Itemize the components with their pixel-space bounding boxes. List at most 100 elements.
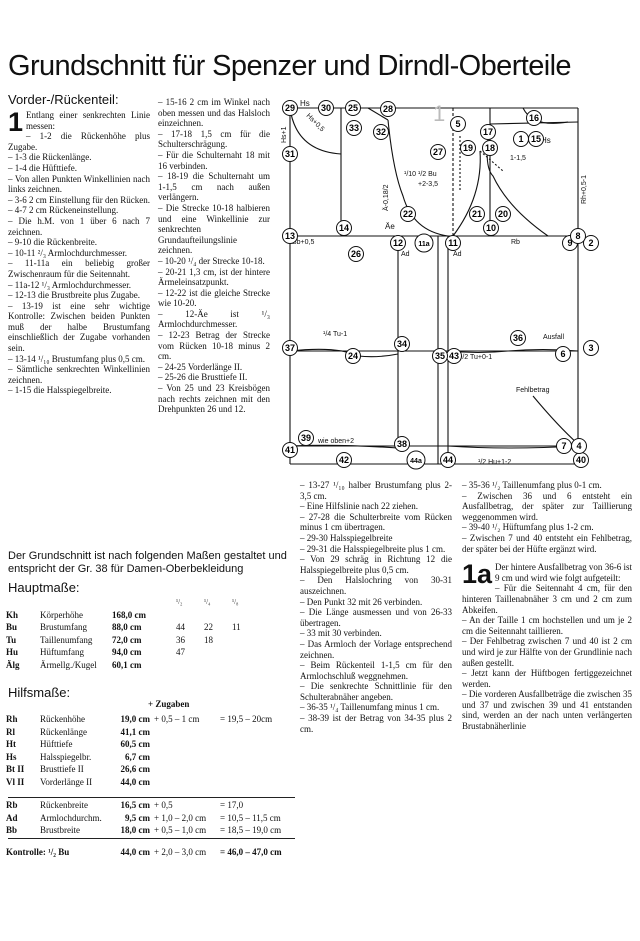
paragraph: – Den Halslochring von 30-31 auszeichnen… [300, 575, 452, 596]
point-13-marker [282, 228, 298, 244]
point-17-marker [480, 124, 496, 140]
label-hs-plus-1: Hs+1 [281, 126, 288, 143]
point-4-marker [571, 438, 587, 454]
point-14-label: 14 [339, 223, 349, 233]
paragraph: – Zwischen 7 und 40 entsteht ein Fehlbet… [462, 532, 632, 554]
text-column-3: – 13-27 ¹/₁₀ halber Brustumfang plus 2-3… [300, 480, 452, 734]
label-bu-zugabe: +2-3,5 [418, 181, 438, 188]
measure-abbr: Kh [6, 609, 19, 620]
point-27-marker [430, 144, 446, 160]
kontrolle-row: Kontrolle: ¹/₂ Bu 44,0 cm + 2,0 – 3,0 cm… [4, 846, 284, 859]
paragraph: – Für die Schulternaht 18 mit 16 verbind… [158, 149, 270, 171]
paragraph: – Eine Hilfslinie nach 22 ziehen. [300, 501, 418, 512]
point-11a-label: 11a [418, 241, 429, 248]
paragraph: – 1-4 die Hüfttiefe. [8, 162, 77, 173]
figure-number: 1 [433, 101, 445, 126]
point-27-label: 27 [433, 147, 443, 157]
point-10-marker [483, 220, 499, 236]
measure-abbr: Bt II [6, 764, 25, 775]
label-rb: Rb [511, 239, 520, 246]
point-31-marker [282, 146, 298, 162]
paragraph: – Der Fehlbetrag zwischen 7 und 40 ist 2… [462, 636, 632, 668]
paragraph: – 10-20 ¹/₄ der Strecke 10-18. [158, 255, 265, 266]
point-44a-marker [406, 450, 426, 470]
fraction-value [202, 609, 230, 622]
fraction-value [230, 609, 258, 622]
label-tu-1: ¹/4 Tu-1 [323, 331, 347, 338]
measure-name: Körperhöhe [40, 609, 83, 620]
label-bb: Bb+0,5 [292, 239, 314, 246]
point-42-label: 42 [339, 455, 349, 465]
point-18-marker [482, 140, 498, 156]
measure-name: Vorderlänge II [40, 776, 93, 787]
result-value [218, 751, 274, 764]
point-37-marker [282, 340, 298, 356]
divider [8, 797, 295, 798]
paragraph: – 10-11 ²/₃ Armlochdurchmesser. [8, 247, 127, 258]
point-8-marker [570, 228, 586, 244]
zugaben-header: + Zugaben [148, 699, 190, 709]
zugabe-value [152, 763, 218, 776]
measure-value: 9,5 cm [125, 812, 150, 823]
label-ae: Äe [385, 222, 395, 231]
point-8-label: 8 [575, 231, 580, 241]
fraction-value [230, 634, 258, 647]
text-column-2: – 15-16 2 cm im Winkel nach oben messen … [158, 97, 270, 415]
point-36-label: 36 [513, 333, 523, 343]
pattern-lines [289, 107, 579, 465]
label-wie-oben: wie oben+2 [317, 438, 354, 445]
point-44a-label: 44a [410, 458, 422, 465]
measure-name: Hüftumfang [40, 647, 84, 658]
point-41-marker [282, 442, 298, 458]
point-4-label: 4 [576, 441, 581, 451]
measure-value: 94,0 cm [112, 647, 142, 658]
kontrolle-value: 44,0 cm [120, 847, 151, 858]
paragraph: – Den Punkt 32 mit 26 verbinden. [300, 596, 423, 607]
measure-abbr: Rl [6, 726, 15, 737]
measure-value: 18,0 cm [120, 825, 151, 836]
section-heading: Vorder-/Rückenteil: [8, 92, 119, 107]
point-18-label: 18 [485, 143, 495, 153]
fraction-value [202, 659, 230, 672]
paragraph: – 39-40 ¹/₂ Hüftumfang plus 1-2 cm. [462, 522, 594, 533]
kontrolle-zugabe: + 2,0 – 3,0 cm [154, 847, 207, 858]
point-34-label: 34 [397, 339, 407, 349]
point-3-marker [583, 340, 599, 356]
fraction-value [202, 646, 230, 659]
paragraph: – Das Armloch der Vorlage entsprechend z… [300, 638, 452, 660]
point-37-label: 37 [285, 343, 295, 353]
label-hs: Hs [300, 99, 310, 108]
paragraph: – 12-Äe ist ¹/₃ Armlochdurchmesser. [158, 308, 270, 330]
measure-name: Rückenhöhe [40, 714, 85, 725]
point-19-label: 19 [463, 143, 473, 153]
kontrolle-result: = 46,0 – 47,0 cm [220, 847, 282, 858]
kontrolle-label: Kontrolle: ¹/₂ Bu [6, 847, 70, 858]
drop-cap: 1 [8, 107, 24, 137]
point-35-marker [432, 348, 448, 364]
point-43-label: 43 [449, 351, 459, 361]
measure-abbr: Hu [6, 647, 19, 658]
point-12-marker [390, 235, 406, 251]
fraction-value [174, 659, 202, 672]
point-26-marker [348, 246, 364, 262]
point-11-marker [445, 235, 461, 251]
measure-value: 19,0 cm [120, 714, 151, 725]
point-29-label: 29 [285, 103, 295, 113]
point-33-marker [346, 120, 362, 136]
measure-name: Brustumfang [40, 622, 87, 633]
point-17-label: 17 [483, 127, 493, 137]
result-value: = 10,5 – 11,5 cm [220, 812, 281, 823]
fraction-eighth: ¹/₈ [232, 598, 239, 607]
measure-value: 88,0 cm [112, 622, 142, 633]
result-value: = 19,5 – 20cm [220, 714, 273, 725]
measure-abbr: Ad [6, 812, 18, 823]
point-29-marker [282, 100, 298, 116]
